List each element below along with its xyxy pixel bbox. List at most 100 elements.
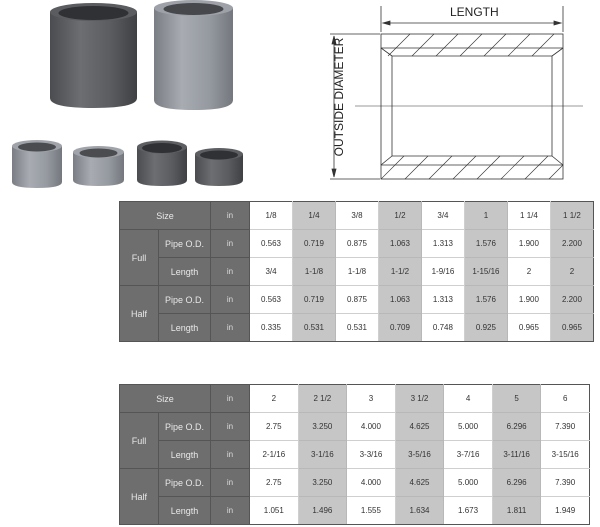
size-cell: 3/8 <box>334 201 379 230</box>
size-cell: 4 <box>443 384 493 413</box>
value-cell: 0.335 <box>249 313 293 342</box>
value-cell: 2.200 <box>549 229 595 258</box>
value-cell: 3.250 <box>297 468 348 497</box>
group-label-half: Half <box>119 285 159 342</box>
value-cell: 1-9/16 <box>420 257 465 286</box>
value-cell: 7.390 <box>540 412 590 441</box>
value-cell: 1.063 <box>377 229 422 258</box>
value-cell: 3-11/16 <box>491 440 542 469</box>
table-row-size: Size in 1/8 1/4 3/8 1/2 3/4 1 1 1/4 1 1/… <box>118 201 595 230</box>
value-cell: 1.555 <box>346 496 396 525</box>
unit-cell: in <box>210 285 251 314</box>
unit-cell: in <box>210 201 251 230</box>
value-cell: 0.965 <box>506 313 551 342</box>
size-cell: 1/2 <box>377 201 422 230</box>
size-header: Size <box>118 384 212 413</box>
value-cell: 1.576 <box>463 229 508 258</box>
size-cell: 1 1/2 <box>549 201 595 230</box>
unit-cell: in <box>210 412 251 441</box>
value-cell: 0.875 <box>334 285 379 314</box>
half-coupling-black-2 <box>195 148 243 186</box>
outside-diameter-label: OUTSIDE DIAMETER <box>332 37 346 157</box>
value-cell: 1.900 <box>506 285 551 314</box>
group-label-full: Full <box>119 412 159 469</box>
value-cell: 5.000 <box>443 412 493 441</box>
value-cell: 7.390 <box>540 468 590 497</box>
value-cell: 2-1/16 <box>249 440 299 469</box>
table-row: Length in 0.335 0.531 0.531 0.709 0.748 … <box>120 313 595 342</box>
table-row: Full Pipe O.D. in 0.563 0.719 0.875 1.06… <box>119 229 595 286</box>
value-cell: 6.296 <box>491 412 542 441</box>
value-cell: 1.063 <box>377 285 422 314</box>
unit-cell: in <box>210 313 251 342</box>
size-cell: 5 <box>491 384 542 413</box>
value-cell: 1.051 <box>249 496 299 525</box>
half-coupling-black-1 <box>137 140 187 186</box>
half-coupling-galvanized-2 <box>73 146 124 186</box>
unit-cell: in <box>210 384 251 413</box>
group-label-full: Full <box>119 229 159 286</box>
full-coupling-black <box>50 3 137 108</box>
value-cell: 6.296 <box>491 468 542 497</box>
value-cell: 1.811 <box>491 496 542 525</box>
value-cell: 1.313 <box>420 229 465 258</box>
row-label: Length <box>157 313 212 342</box>
table-row: Half Pipe O.D. in 0.563 0.719 0.875 1.06… <box>119 285 595 342</box>
unit-cell: in <box>210 257 251 286</box>
value-cell: 0.531 <box>292 313 336 342</box>
table-row: Length in 1.051 1.496 1.555 1.634 1.673 … <box>120 496 590 525</box>
value-cell: 0.965 <box>549 313 595 342</box>
unit-cell: in <box>210 440 251 469</box>
table-row: Half Pipe O.D. in 2.75 3.250 4.000 4.625… <box>119 468 590 525</box>
table-row: Length in 3/4 1-1/8 1-1/8 1-1/2 1-9/16 1… <box>120 257 595 286</box>
value-cell: 4.000 <box>346 412 396 441</box>
row-label: Pipe O.D. <box>157 468 212 497</box>
value-cell: 1.673 <box>443 496 493 525</box>
row-label: Length <box>157 496 212 525</box>
size-cell: 2 1/2 <box>297 384 348 413</box>
value-cell: 3-5/16 <box>394 440 445 469</box>
value-cell: 5.000 <box>443 468 493 497</box>
value-cell: 2.200 <box>549 285 595 314</box>
spec-table-small-sizes: Size in 1/8 1/4 3/8 1/2 3/4 1 1 1/4 1 1/… <box>118 201 595 342</box>
size-header: Size <box>118 201 212 230</box>
value-cell: 2.75 <box>249 412 299 441</box>
row-label: Pipe O.D. <box>157 229 212 258</box>
value-cell: 1.576 <box>463 285 508 314</box>
spec-table-large-sizes: Size in 2 2 1/2 3 3 1/2 4 5 6 Full Pipe … <box>118 384 590 525</box>
length-label: LENGTH <box>450 5 499 19</box>
row-label: Length <box>157 257 212 286</box>
value-cell: 0.563 <box>249 285 293 314</box>
value-cell: 3.250 <box>297 412 348 441</box>
unit-cell: in <box>210 496 251 525</box>
value-cell: 1-15/16 <box>463 257 508 286</box>
value-cell: 1-1/8 <box>292 257 336 286</box>
value-cell: 3-1/16 <box>297 440 348 469</box>
value-cell: 0.531 <box>334 313 379 342</box>
unit-cell: in <box>210 468 251 497</box>
value-cell: 3-15/16 <box>540 440 590 469</box>
size-cell: 6 <box>540 384 590 413</box>
value-cell: 0.563 <box>249 229 293 258</box>
value-cell: 4.000 <box>346 468 396 497</box>
group-label-half: Half <box>119 468 159 525</box>
value-cell: 1.634 <box>394 496 445 525</box>
value-cell: 0.875 <box>334 229 379 258</box>
size-cell: 3/4 <box>420 201 465 230</box>
value-cell: 2 <box>506 257 551 286</box>
value-cell: 3-7/16 <box>443 440 493 469</box>
value-cell: 3-3/16 <box>346 440 396 469</box>
size-cell: 1/4 <box>292 201 336 230</box>
size-cell: 2 <box>249 384 299 413</box>
table-row: Full Pipe O.D. in 2.75 3.250 4.000 4.625… <box>119 412 590 469</box>
full-coupling-galvanized <box>154 0 233 110</box>
value-cell: 1.313 <box>420 285 465 314</box>
size-cell: 3 <box>346 384 396 413</box>
value-cell: 0.719 <box>292 285 336 314</box>
product-photo-couplings <box>12 0 243 188</box>
value-cell: 1.900 <box>506 229 551 258</box>
value-cell: 0.709 <box>377 313 422 342</box>
half-coupling-galvanized-1 <box>12 140 62 188</box>
size-cell: 1 <box>463 201 508 230</box>
value-cell: 1.949 <box>540 496 590 525</box>
